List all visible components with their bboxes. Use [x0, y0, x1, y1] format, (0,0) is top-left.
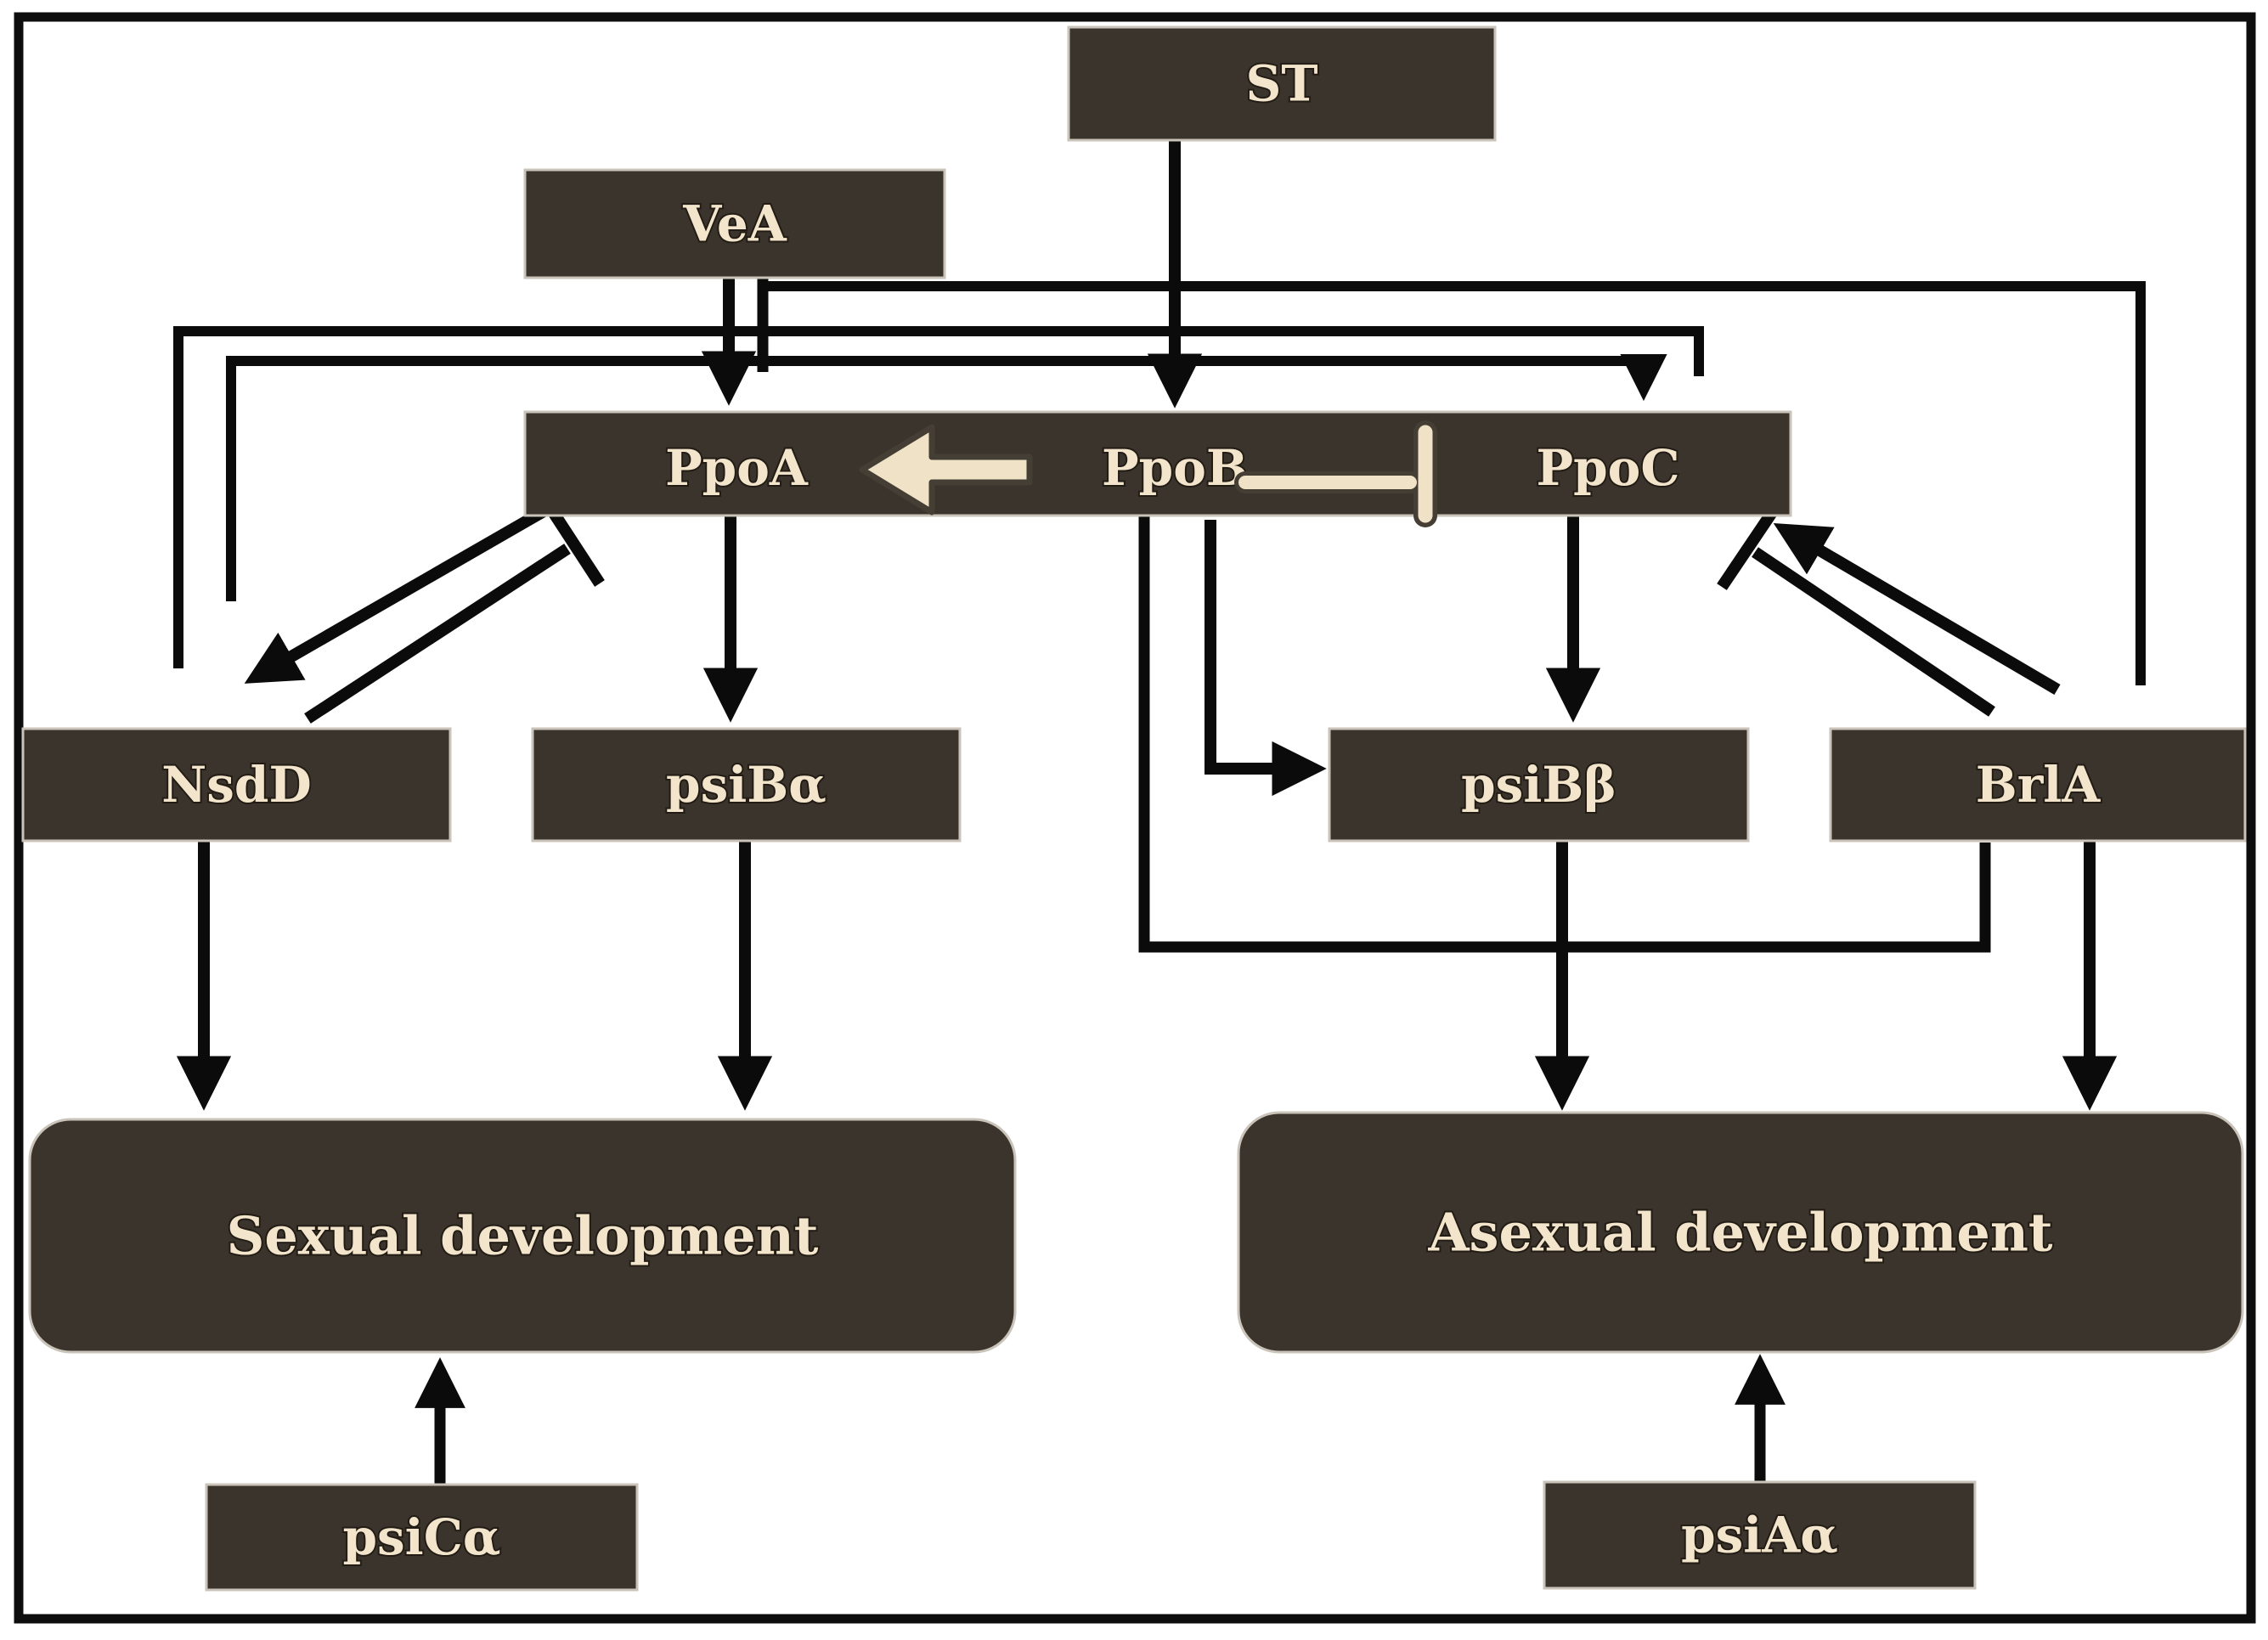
edge-rail-to-ppoc — [226, 353, 1667, 601]
edge-vea-to-brla-rail — [763, 281, 2146, 685]
edge-nsdd-inhibits-ppoa-tbar-cap — [544, 502, 605, 587]
node-psiba — [531, 727, 962, 843]
node-psiba-label: psiBα — [666, 756, 827, 814]
ppo-label-0: PpoA — [665, 439, 809, 497]
node-psiaa-label: psiAα — [1681, 1507, 1838, 1564]
edge-brla-to-ppoc — [1773, 522, 2061, 696]
ppob-activates-ppoa-cream-arrow-icon — [859, 424, 1033, 516]
edge-ppoa-to-nsdd — [244, 505, 547, 684]
node-sexual — [28, 1118, 1017, 1354]
node-nsdd-label: NsdD — [161, 756, 312, 814]
node-vea-label: VeA — [682, 195, 787, 253]
node-psibb-label: psiBβ — [1461, 756, 1616, 814]
node-nsdd — [21, 727, 452, 843]
node-st-label: ST — [1245, 55, 1317, 113]
node-st — [1067, 25, 1497, 142]
node-psiaa — [1543, 1480, 1977, 1590]
node-brla-label: BrlA — [1976, 756, 2102, 814]
edge-nsdd-inhibits-ppoa — [304, 544, 571, 724]
edge-brla-inhibits-ppoc-tbar-cap — [1717, 505, 1780, 590]
figure-frame — [14, 12, 2256, 1624]
node-psibb — [1328, 727, 1750, 843]
node-asexual-label: Asexual development — [1427, 1202, 2052, 1264]
node-brla — [1829, 727, 2247, 843]
node-ppo — [523, 410, 1792, 517]
ppo-label-1: PpoB — [1102, 439, 1248, 497]
edge-nsdd-rail-upper — [173, 326, 1704, 668]
node-asexual — [1237, 1111, 2244, 1354]
node-psica-label: psiCα — [342, 1508, 500, 1566]
edge-ppob-to-psibb — [1205, 520, 1327, 797]
node-sexual-label: Sexual development — [227, 1205, 819, 1267]
edge-brla-inhibits-ppoc — [1752, 547, 1995, 717]
node-psica — [205, 1483, 639, 1592]
node-vea — [523, 168, 946, 279]
ppo-label-2: PpoC — [1536, 439, 1679, 497]
